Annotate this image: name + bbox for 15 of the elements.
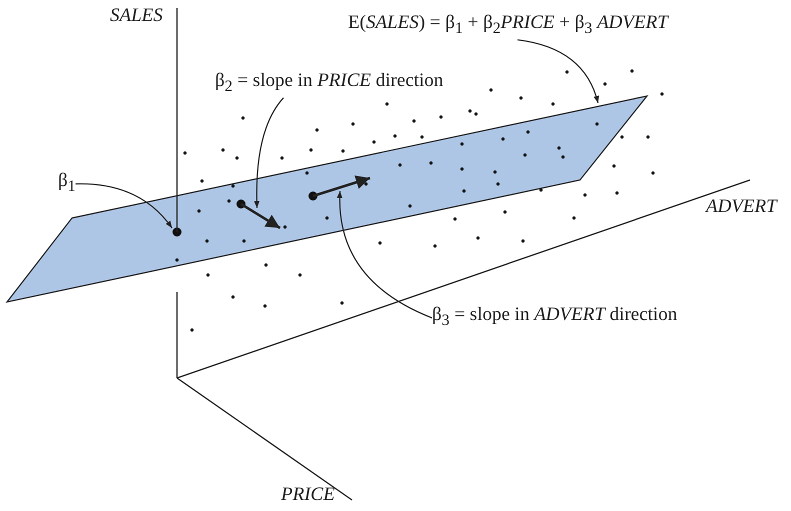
annotation-text: β$_{2}$ = slope in PRICE direction bbox=[215, 70, 444, 98]
leader-line bbox=[517, 39, 599, 104]
leader-line bbox=[337, 191, 432, 318]
axis-label: ADVERT bbox=[706, 196, 777, 218]
leader-line bbox=[76, 183, 172, 228]
axis-label: SALES bbox=[110, 5, 163, 27]
annotation-text: β$_{3}$ = slope in ADVERT direction bbox=[432, 304, 678, 332]
regression-plane bbox=[6, 95, 649, 303]
leader-line bbox=[254, 97, 284, 208]
coefficient-label: β$_{1}$ bbox=[58, 170, 76, 198]
slope-vector bbox=[236, 200, 281, 230]
equation-text: E(SALES) = β$_{1}$ + β$_{2}$PRICE + β$_{3}$ ADVERT bbox=[348, 12, 668, 40]
slope-vector bbox=[308, 176, 370, 200]
axis-label: PRICE bbox=[281, 484, 335, 506]
intercept-point bbox=[172, 228, 182, 236]
